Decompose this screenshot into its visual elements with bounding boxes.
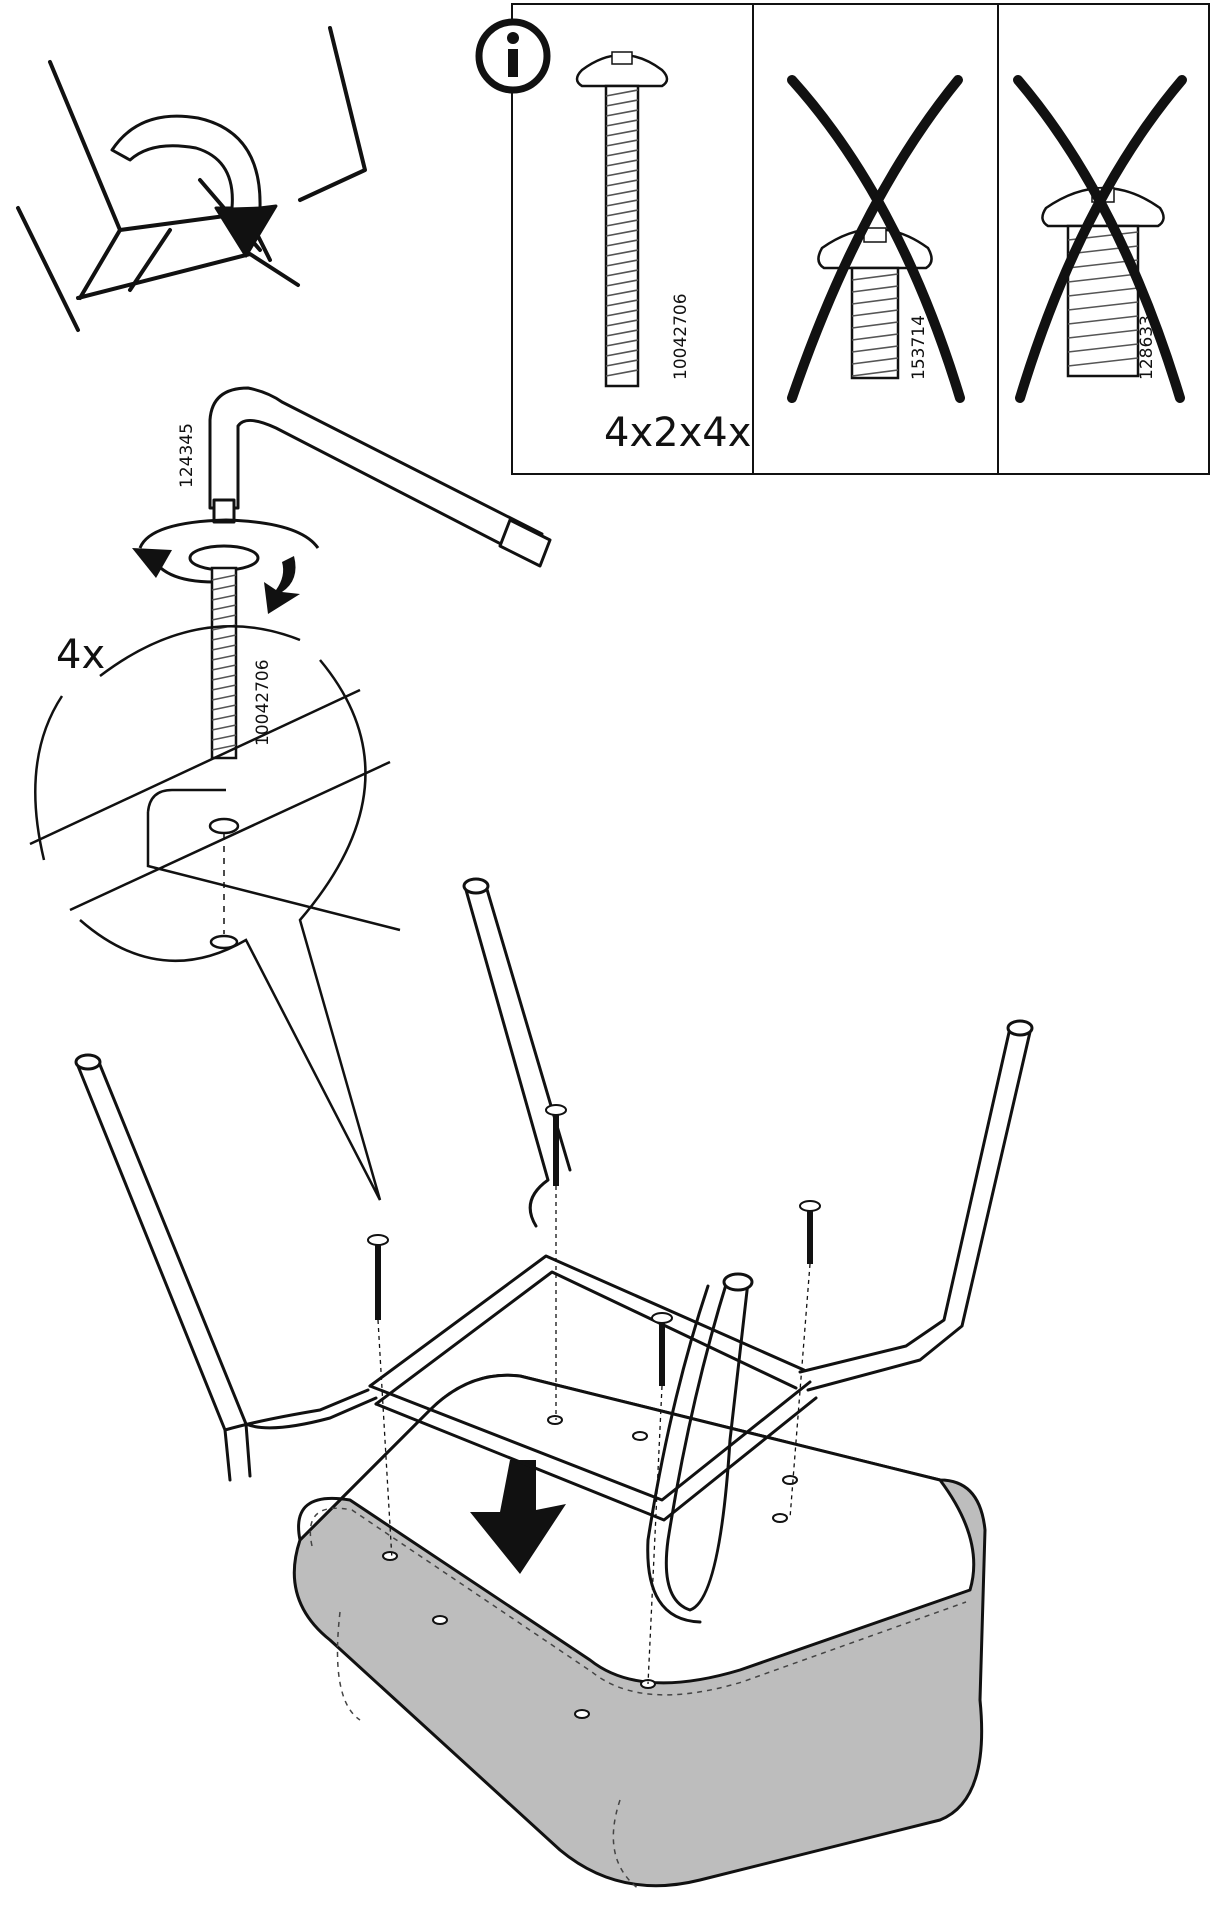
- detail-zoom-circle: [29, 624, 401, 1201]
- frame-screws: [367, 1104, 821, 1685]
- cross-out-icon: [787, 75, 965, 403]
- flipped-frame-thumbnail: [16, 26, 367, 332]
- screw-quantity-note: 4x2x4x: [604, 410, 751, 456]
- leg-end-caps: [74, 877, 1034, 1292]
- screw-part-number: 10042706: [253, 659, 273, 746]
- info-icon: [475, 18, 551, 94]
- correct-screw: [575, 51, 669, 388]
- allen-key-part-number: 124345: [177, 423, 197, 488]
- curved-flip-arrow-icon: [110, 114, 278, 258]
- info-panel: 10042706 4x2x4x 153714: [475, 3, 1210, 475]
- seat-cushion: [292, 1373, 987, 1891]
- correct-screw-part-number: 10042706: [671, 293, 691, 380]
- short-screw-part-number: 153714: [909, 315, 929, 380]
- screw: [188, 544, 260, 760]
- thick-screw-part-number: 128633: [1137, 315, 1157, 380]
- rotation-arrow-icon: [132, 518, 320, 614]
- down-arrow-icon: [470, 1460, 566, 1574]
- cross-out-icon: [1013, 75, 1187, 403]
- allen-key: [208, 386, 552, 568]
- quantity-label: 4x: [56, 632, 105, 678]
